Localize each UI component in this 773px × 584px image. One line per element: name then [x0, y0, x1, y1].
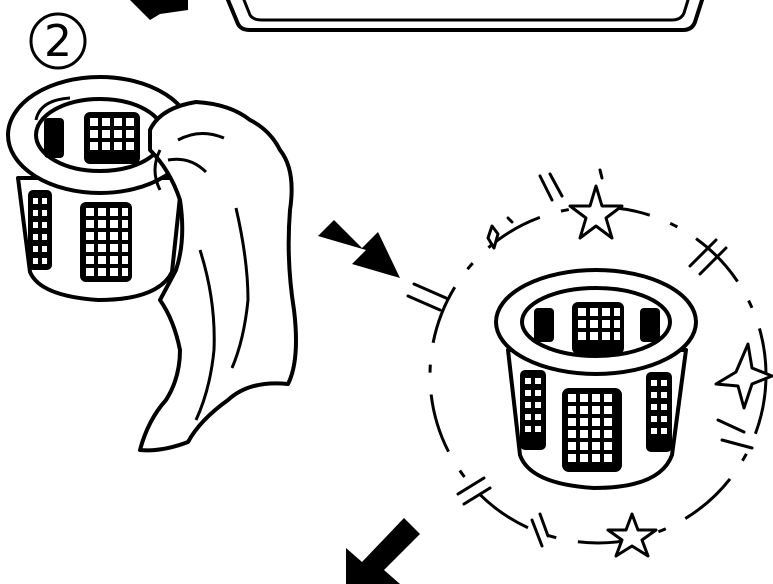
- star-icon: [608, 514, 656, 556]
- arrow-down-left-icon: [346, 518, 420, 584]
- filter-basket-with-cloth: [8, 77, 296, 450]
- step-number-badge: 2: [31, 14, 85, 68]
- panel-frame: [228, 0, 702, 30]
- star-icon: [488, 226, 498, 248]
- arrow-down-right-icon: [318, 220, 400, 278]
- star-icon: [570, 186, 622, 238]
- step-number: 2: [44, 16, 72, 67]
- arrow-left-icon: [130, 0, 188, 20]
